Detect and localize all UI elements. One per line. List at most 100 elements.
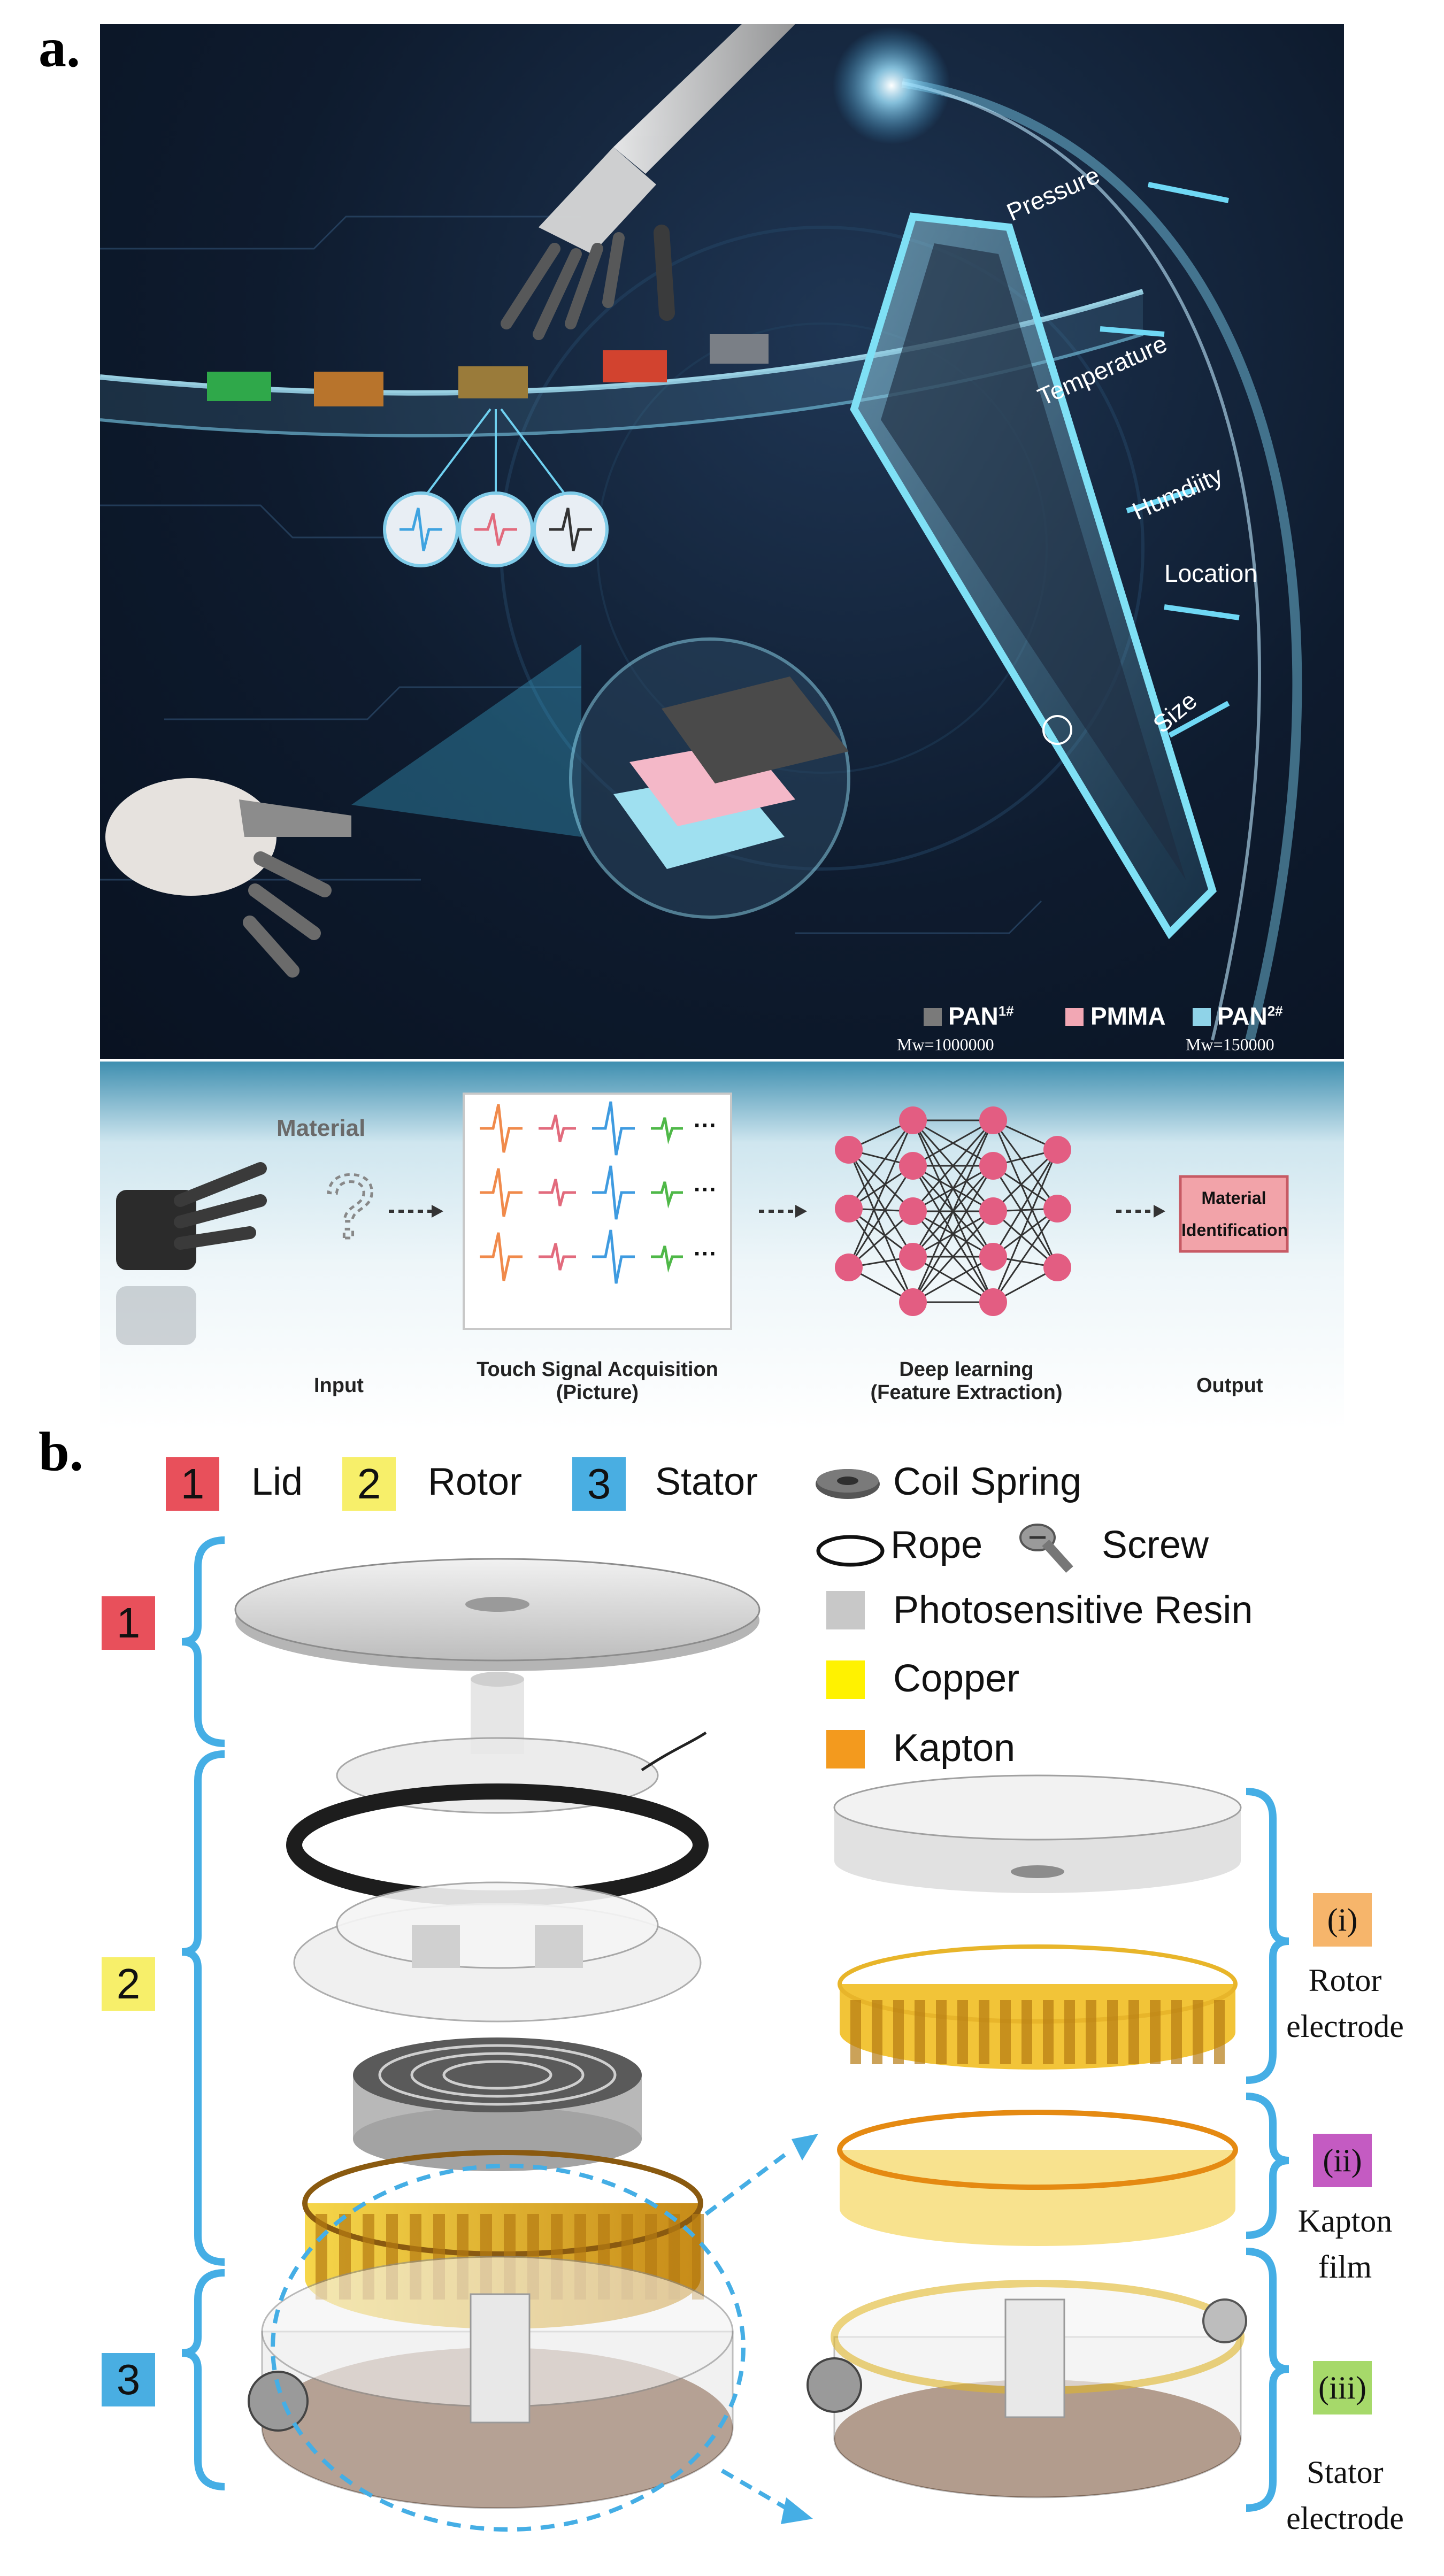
- nn-edge: [992, 1149, 1058, 1212]
- stimulus-arrows: [1100, 182, 1240, 738]
- acquisition-label: Touch Signal Acquisition (Picture): [477, 1358, 718, 1404]
- legend-swatch-pan2: [1193, 1008, 1211, 1026]
- label-iii: (iii): [1313, 2361, 1372, 2414]
- electrode-stripe: [1064, 2000, 1075, 2064]
- deep-learning-label: Deep learning (Feature Extraction): [870, 1358, 1063, 1404]
- legend-pan1: PAN1#: [948, 1002, 1014, 1030]
- signal-waves: [480, 1101, 683, 1284]
- robot-hand-icon: [116, 1162, 267, 1345]
- nn-node: [899, 1243, 927, 1271]
- electrode-stripe: [1000, 2000, 1011, 2064]
- coil-spring-icon: [816, 1469, 880, 1499]
- nn-edge: [848, 1165, 914, 1268]
- nn-node: [979, 1106, 1007, 1134]
- nn-node: [979, 1152, 1007, 1180]
- electrode-stripe: [1171, 2000, 1182, 2064]
- electrode-stripe: [1043, 2000, 1054, 2064]
- identification-workflow: ? Material ··· ··· ···: [100, 1062, 1344, 1431]
- nn-node: [835, 1136, 863, 1164]
- legend-rope: Rope: [890, 1524, 983, 1566]
- exploded-assembly-diagram: [181, 1536, 1289, 2532]
- material-label: Material: [276, 1115, 366, 1141]
- nn-edge: [992, 1149, 1058, 1257]
- output-box-label: Material Identification: [1181, 1188, 1288, 1240]
- stator-left: [248, 2256, 734, 2509]
- caption-kapton-film: Kapton film: [1297, 2203, 1393, 2285]
- legend-kapton: Kapton: [893, 1727, 1016, 1770]
- dashed-highlight: [271, 2164, 746, 2532]
- material-layers-bubble: [351, 637, 850, 919]
- nn-edge: [848, 1210, 913, 1268]
- electrode-stripe: [1107, 2000, 1118, 2064]
- legend-swatch-pan1: [924, 1008, 942, 1026]
- nn-node: [1043, 1136, 1071, 1164]
- neural-net-nodes: [835, 1106, 1071, 1316]
- output-box: [1179, 1175, 1289, 1253]
- tactile-sensing-illustration: Pressure Temperature Humdiity Location S…: [100, 24, 1344, 1059]
- rotor-electrode-right: [838, 1944, 1238, 2070]
- rope-icon: [816, 1535, 885, 1567]
- label-i: (i): [1313, 1893, 1372, 1947]
- scene-graphic: [100, 24, 1302, 1042]
- kapton-film-right: [837, 2110, 1238, 2246]
- nn-edge: [848, 1149, 914, 1212]
- nn-node: [899, 1106, 927, 1134]
- screw-icon: [1019, 1524, 1073, 1573]
- row-dots-2: ···: [694, 1176, 717, 1203]
- electrode-stripe: [915, 2000, 925, 2064]
- legend-pan1-mw: Mw=1000000: [897, 1035, 994, 1054]
- legend-num-rotor: 2: [342, 1457, 396, 1511]
- output-label: Output: [1196, 1374, 1263, 1397]
- nn-edge: [992, 1208, 1058, 1303]
- electrode-stripe: [1021, 2000, 1032, 2064]
- swatch-kapton: [826, 1730, 865, 1768]
- nn-edge: [912, 1119, 994, 1167]
- rotor-body: [293, 1881, 702, 2023]
- nn-node: [979, 1197, 1007, 1225]
- nn-edge: [992, 1120, 1058, 1268]
- panel-a-label: a.: [39, 17, 80, 79]
- legend-screw: Screw: [1102, 1524, 1209, 1566]
- nn-node: [835, 1254, 863, 1281]
- electrode-stripe: [1193, 2000, 1203, 2064]
- rotor-cup-right: [833, 1774, 1242, 1893]
- electrode-stripe: [1214, 2000, 1225, 2064]
- stator-electrode-right: [807, 2280, 1247, 2498]
- robotic-hand-bottom: [105, 778, 351, 978]
- row-dots-1: ···: [694, 1112, 717, 1139]
- nn-edge: [912, 1256, 994, 1303]
- swatch-copper: [826, 1660, 865, 1699]
- legend-num-lid: 1: [166, 1457, 219, 1511]
- left-braces: [181, 1536, 225, 2490]
- electrode-stripe: [957, 2000, 968, 2064]
- legend-stator: Stator: [655, 1460, 758, 1503]
- neural-net-edges: [848, 1119, 1058, 1303]
- label-ii: (ii): [1313, 2134, 1372, 2187]
- electrode-stripe: [893, 2000, 904, 2064]
- electrode-stripe: [936, 2000, 947, 2064]
- workflow-graphic: ?: [116, 1093, 1289, 1345]
- nn-edge: [993, 1210, 1058, 1268]
- legend-rotor: Rotor: [428, 1460, 523, 1503]
- nn-edge: [848, 1120, 914, 1209]
- caption-stator-electrode: Stator electrode: [1286, 2455, 1404, 2536]
- nn-node: [979, 1243, 1007, 1271]
- electrode-stripe: [979, 2000, 989, 2064]
- electrode-stripe: [850, 2000, 861, 2064]
- legend-lid: Lid: [251, 1460, 303, 1503]
- nn-node: [899, 1152, 927, 1180]
- legend-photosensitive-resin: Photosensitive Resin: [893, 1589, 1253, 1632]
- electrode-stripe: [872, 2000, 882, 2064]
- legend-num-stator: 3: [572, 1457, 626, 1511]
- panel-b-label: b.: [39, 1421, 83, 1482]
- legend-copper: Copper: [893, 1657, 1020, 1700]
- nn-edge: [912, 1165, 994, 1303]
- nn-edge: [848, 1120, 914, 1268]
- row-dots-3: ···: [694, 1241, 717, 1267]
- nn-node: [1043, 1254, 1071, 1281]
- lid-disk: [234, 1558, 761, 1671]
- electrode-stripe: [1150, 2000, 1161, 2064]
- material-block-green: [207, 372, 271, 401]
- nn-edge: [912, 1120, 994, 1212]
- side-num-3: 3: [102, 2353, 155, 2406]
